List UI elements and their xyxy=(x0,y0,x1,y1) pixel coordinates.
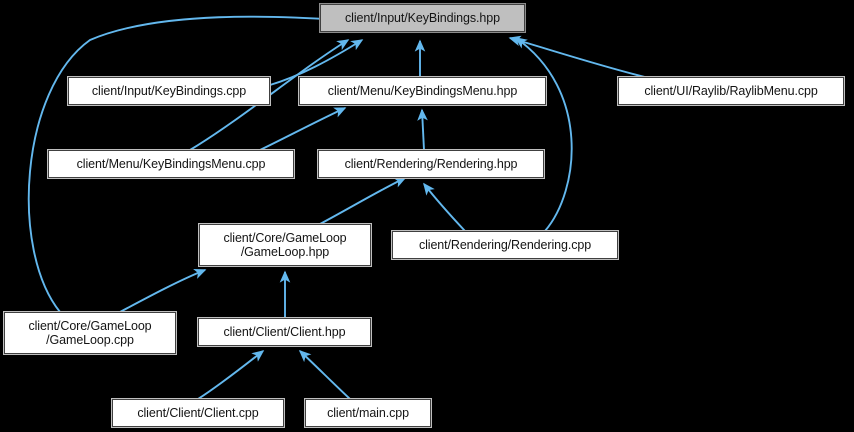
graph-node-main_cpp[interactable]: client/main.cpp xyxy=(304,398,432,428)
graph-node-gameloop_cpp[interactable]: client/Core/GameLoop /GameLoop.cpp xyxy=(3,311,177,355)
graph-node-label: client/Input/KeyBindings.cpp xyxy=(91,83,247,98)
graph-node-label: client/Input/KeyBindings.hpp xyxy=(345,10,500,25)
graph-edge xyxy=(298,349,351,400)
graph-node-rendering_cpp[interactable]: client/Rendering/Rendering.cpp xyxy=(391,230,619,260)
graph-edge xyxy=(423,182,466,232)
graph-edge xyxy=(197,350,265,400)
graph-node-gameloop_hpp[interactable]: client/Core/GameLoop /GameLoop.hpp xyxy=(198,223,372,267)
graph-node-label: client/Menu/KeyBindingsMenu.cpp xyxy=(76,156,266,171)
graph-node-client_hpp[interactable]: client/Client/Client.hpp xyxy=(197,317,372,347)
graph-node-keybindingsmenu_cpp[interactable]: client/Menu/KeyBindingsMenu.cpp xyxy=(47,149,295,179)
graph-node-label: client/Rendering/Rendering.hpp xyxy=(344,156,518,171)
graph-node-keybindingsmenu_hpp[interactable]: client/Menu/KeyBindingsMenu.hpp xyxy=(298,76,547,106)
graph-node-label: client/Core/GameLoop /GameLoop.cpp xyxy=(28,318,152,348)
graph-node-client_cpp[interactable]: client/Client/Client.cpp xyxy=(111,398,285,428)
graph-edge xyxy=(119,269,207,313)
graph-edge xyxy=(269,39,364,86)
graph-node-keybindings_hpp[interactable]: client/Input/KeyBindings.hpp xyxy=(319,3,526,33)
graph-node-raylibmenu_cpp[interactable]: client/UI/Raylib/RaylibMenu.cpp xyxy=(617,76,845,106)
graph-edge xyxy=(514,37,573,232)
graph-node-keybindings_cpp[interactable]: client/Input/KeyBindings.cpp xyxy=(67,76,271,106)
graph-edge xyxy=(259,107,347,151)
graph-node-label: client/main.cpp xyxy=(327,405,409,420)
graph-node-rendering_hpp[interactable]: client/Rendering/Rendering.hpp xyxy=(317,149,545,179)
graph-node-label: client/Core/GameLoop /GameLoop.hpp xyxy=(223,230,347,260)
graph-node-label: client/UI/Raylib/RaylibMenu.cpp xyxy=(644,83,818,98)
graph-node-label: client/Rendering/Rendering.cpp xyxy=(418,237,592,252)
graph-node-label: client/Client/Client.hpp xyxy=(223,324,346,339)
graph-edge xyxy=(27,13,342,313)
graph-edge xyxy=(417,108,428,151)
graph-node-label: client/Menu/KeyBindingsMenu.hpp xyxy=(327,83,518,98)
graph-edge xyxy=(319,177,407,225)
graph-node-label: client/Client/Client.cpp xyxy=(137,405,259,420)
graph-edge xyxy=(508,35,646,78)
